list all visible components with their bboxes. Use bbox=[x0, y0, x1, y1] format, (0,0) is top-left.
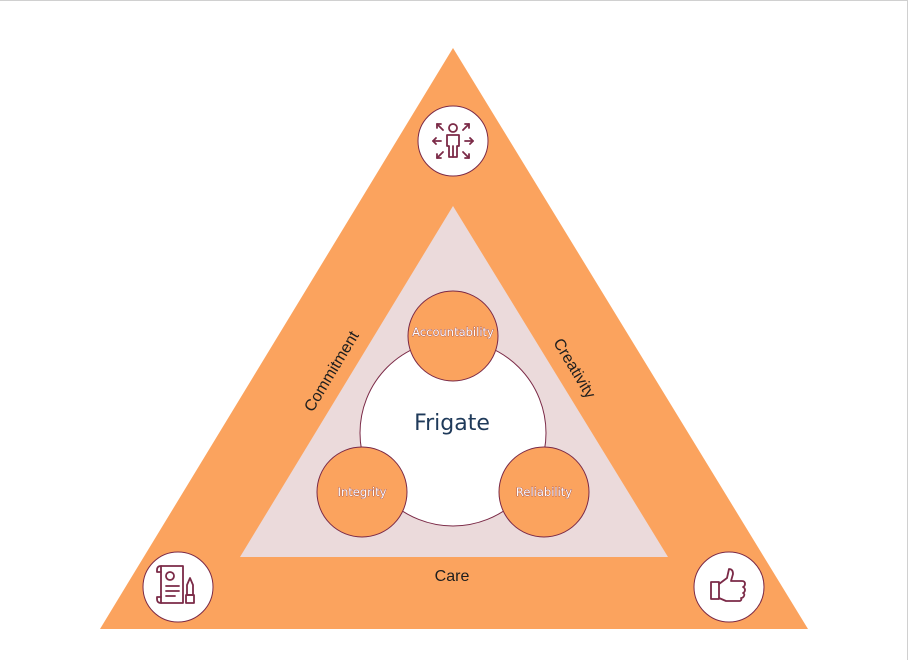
value-circle-accountability bbox=[407, 290, 499, 382]
center-label: Frigate bbox=[414, 411, 490, 436]
value-label-reliability: Reliability bbox=[516, 485, 572, 499]
thumbs-up-icon bbox=[693, 551, 765, 623]
value-label-integrity: Integrity bbox=[338, 485, 387, 499]
person-outward-arrows-icon bbox=[417, 105, 489, 177]
value-circle-reliability bbox=[498, 446, 590, 538]
document-certificate-pen-icon bbox=[142, 551, 214, 623]
side-label-care: Care bbox=[435, 568, 470, 585]
value-circle-integrity bbox=[316, 446, 408, 538]
value-label-accountability: Accountability bbox=[412, 325, 494, 339]
